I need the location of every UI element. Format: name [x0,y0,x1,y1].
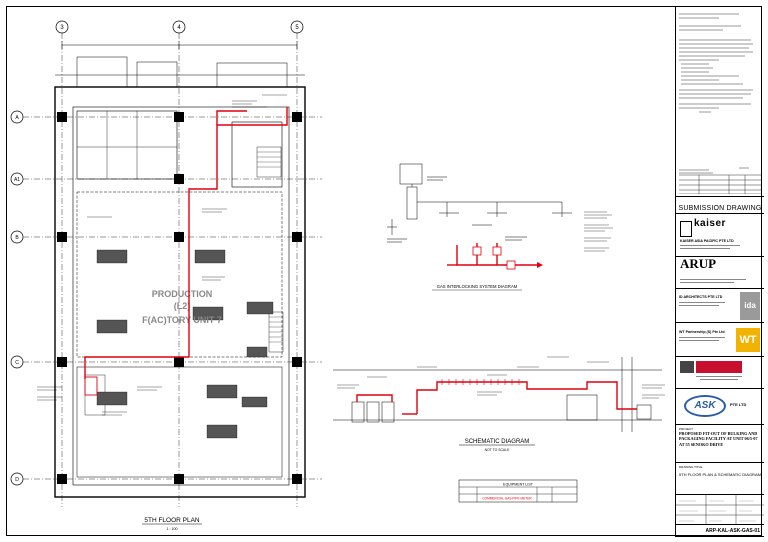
room-label: PRODUCTION (L2) F(AC)TORY UNIT 7 [142,289,222,325]
wt-logo-block: WT Partnership (S) Pte Ltd WT [676,323,764,357]
kaiser-mark-icon [680,221,692,237]
ask-company-suffix: PTE LTD [730,402,747,407]
project-label: PROJECT [679,427,694,431]
grid-row-a1: A1 [14,177,20,183]
meta-grid-lines [676,495,764,524]
grid-row-bubbles: A A1 B C D [10,110,24,486]
title-block-notes [676,7,764,197]
notes-text-lines [679,13,761,195]
drawing-title-block: DRAWING TITLE 5TH FLOOR PLAN & SCHEMATIC… [676,463,764,495]
gas-flow-arrow [537,262,543,268]
red-firm-address-line [700,379,738,380]
drawing-number: ARP-KAL-ASK-GAS-01 [676,525,764,537]
gas-meter-plan [84,376,98,396]
arup-address-line [680,282,734,283]
schematic-diagram: SCHEMATIC DIAGRAM NOT TO SCALE [333,356,665,452]
floor-plan-title: 5TH FLOOR PLAN 1 : 100 [142,517,202,531]
kaiser-logo-block: kaiser KAISER ASIA PACIFIC PTE LTD [676,215,764,257]
arup-logo-text: ARUP [680,257,717,271]
plan-callouts [37,94,287,416]
kaiser-address-line [680,245,740,246]
schematic-subtitle: NOT TO SCALE [485,448,510,452]
grid-column-bubbles: 3 4 5 [55,20,304,34]
arup-address-line [680,279,746,280]
schematic-title: SCHEMATIC DIAGRAM [465,439,530,445]
kaiser-company-name: KAISER ASIA PACIFIC PTE LTD [680,239,734,243]
equipment-list-title: EQUIPMENT LIST [503,483,534,487]
equipment-list-row: COMMERCIAL GAS PIPE METER [482,497,532,501]
ida-logo: ida [740,292,760,320]
ask-logo: ASK [684,395,726,417]
wt-address-line [679,337,725,338]
submission-drawing-label: SUBMISSION DRAWING [676,203,764,214]
red-firm-logo-icon [696,361,742,373]
floor-plan-scale: 1 : 100 [167,527,178,531]
drawing-sheet: 3 4 5 A A1 B C D [6,6,764,537]
grid-lines [23,33,322,507]
drawing-canvas: 3 4 5 A A1 B C D [10,20,665,531]
grid-col-4: 4 [177,25,181,31]
ask-logo-block: ASK PTE LTD [676,389,764,425]
wt-company-name: WT Partnership (S) Pte Ltd [679,330,725,334]
drawing-meta-grid [676,495,764,525]
equipment-list-table: EQUIPMENT LIST COMMERCIAL GAS PIPE METER [458,479,578,503]
ida-logo-block: ID ARCHITECTS PTE LTD ida [676,289,764,323]
grid-row-b: B [15,235,19,241]
room-label-line-3: F(AC)TORY UNIT 7 [142,315,222,325]
gas-interlocking-diagram: GAS INTERLOCKING SYSTEM DIAGRAM [387,163,613,291]
ida-company-name: ID ARCHITECTS PTE LTD [679,295,723,299]
title-block: SUBMISSION DRAWING kaiser KAISER ASIA PA… [675,7,764,537]
red-firm-address-line [696,376,742,377]
red-firm-logo-block [676,357,764,389]
grid-col-3: 3 [60,25,64,31]
project-title-block: PROJECT PROPOSED FIT-OUT OF BULKING AND … [676,425,764,463]
grid-col-5: 5 [295,25,299,31]
wt-address-line [679,340,719,341]
room-label-line-1: PRODUCTION [152,289,213,299]
ida-address-line [679,305,719,306]
top-dimension-line [61,41,298,49]
gas-diagram-title: GAS INTERLOCKING SYSTEM DIAGRAM [437,284,518,289]
project-title: PROPOSED FIT-OUT OF BULKING AND PACKAGIN… [679,431,758,447]
kaiser-address-line [680,248,730,249]
ida-address-line [679,302,725,303]
gas-pipe-route-plan [84,107,288,379]
grid-row-c: C [15,360,19,366]
wt-logo: WT [736,328,760,352]
structural-columns [57,112,302,484]
arup-logo-block: ARUP [676,257,764,289]
room-label-line-2: (L2) [174,301,191,311]
equipment-blocks [96,249,274,439]
drawing-title-label: DRAWING TITLE [679,465,703,469]
drawing-title: 5TH FLOOR PLAN & SCHEMATIC DIAGRAM [679,472,761,477]
kaiser-logo-text: kaiser [694,218,726,229]
floor-plan-title-text: 5TH FLOOR PLAN [144,517,200,524]
red-firm-emblem-icon [680,361,694,373]
grid-row-d: D [15,477,19,483]
building-walls [54,56,306,498]
grid-row-a: A [15,115,19,121]
